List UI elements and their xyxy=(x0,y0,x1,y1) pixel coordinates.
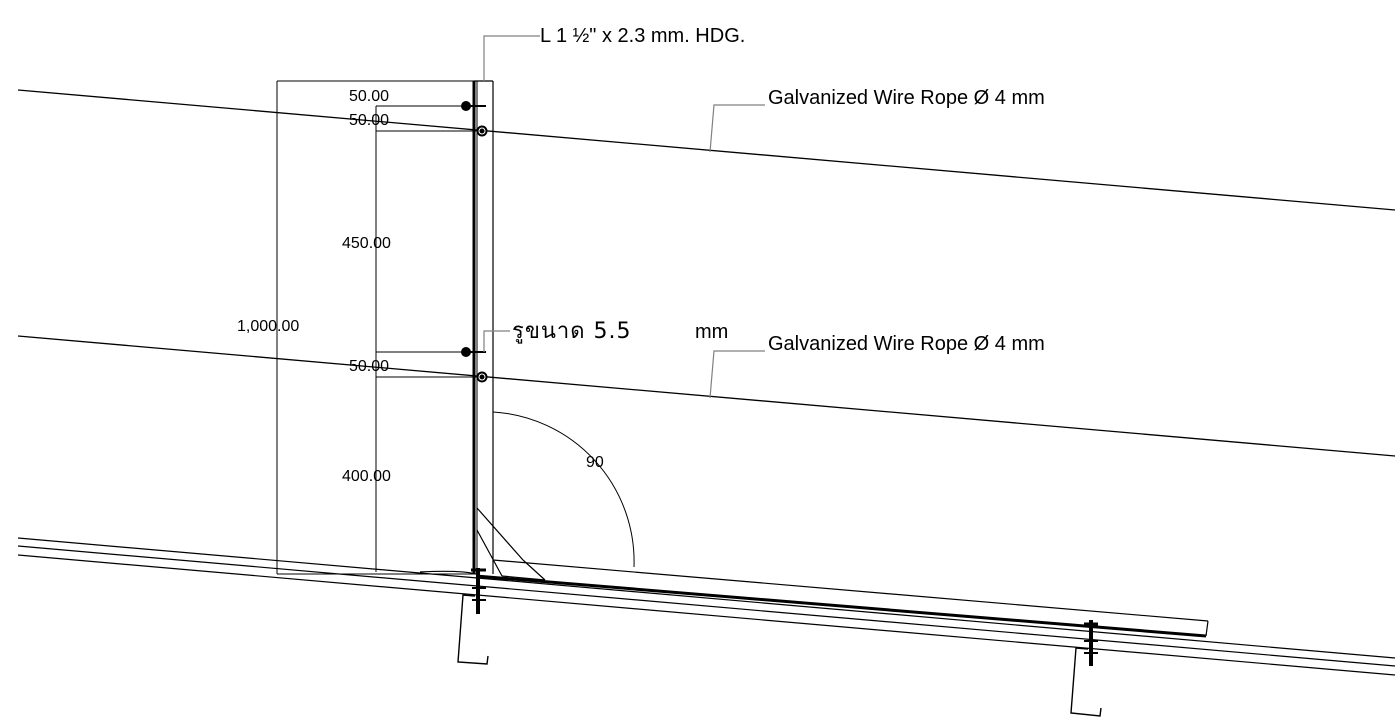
anchor-left xyxy=(457,568,489,665)
hole-size-unit: mm xyxy=(695,321,728,343)
purlin-right xyxy=(1070,647,1102,717)
dim-lower-spacing: 50.00 xyxy=(349,358,389,375)
wire-ropes xyxy=(17,89,1395,457)
anchor-right xyxy=(1070,620,1102,717)
brace-foot xyxy=(501,575,546,581)
brace-line-1 xyxy=(476,507,524,561)
hole-2-center xyxy=(479,128,485,134)
post xyxy=(472,80,494,574)
leader-angle-section xyxy=(483,35,540,81)
angle-arc xyxy=(492,411,635,568)
wire-rope-upper-callout: Galvanized Wire Rope Ø 4 mm xyxy=(768,87,1045,109)
hole-4-center xyxy=(479,374,485,380)
roof-line-1 xyxy=(17,537,1395,659)
brace-line-2 xyxy=(476,529,503,577)
roof-line-2 xyxy=(17,545,1395,667)
dim-top-spacing-2: 50.00 xyxy=(349,112,389,129)
hole-markers xyxy=(461,101,488,383)
base-rail-foot-curve xyxy=(419,570,477,575)
base-rail-top xyxy=(492,559,1209,622)
brace xyxy=(476,507,546,581)
wire-rope-lower-line xyxy=(17,335,1395,457)
leaders xyxy=(483,35,765,399)
base-rail-end xyxy=(1205,620,1209,637)
base-rail-bottom xyxy=(475,574,1207,638)
angle-section-callout: L 1 ½" x 2.3 mm. HDG. xyxy=(540,25,745,47)
dim-top-spacing-1: 50.00 xyxy=(349,88,389,105)
angle-value: 90 xyxy=(586,454,604,471)
roof-surface xyxy=(17,537,1395,676)
base-rail xyxy=(419,559,1209,638)
angle-marker xyxy=(492,411,635,568)
roof-line-3 xyxy=(17,554,1395,676)
wire-rope-lower-callout: Galvanized Wire Rope Ø 4 mm xyxy=(768,333,1045,355)
hole-size-callout: รูขนาด 5.5 xyxy=(512,319,632,344)
dim-bottom-spacing: 400.00 xyxy=(342,468,391,485)
leader-wire-rope-upper xyxy=(709,104,765,153)
dim-overall-height: 1,000.00 xyxy=(237,318,299,335)
leader-hole-size xyxy=(483,330,510,352)
purlin-left xyxy=(457,594,489,665)
wire-rope-upper-line xyxy=(17,89,1395,211)
dim-middle-spacing: 450.00 xyxy=(342,235,391,252)
leader-wire-rope-lower xyxy=(709,350,765,399)
dimension-frame xyxy=(276,80,493,575)
